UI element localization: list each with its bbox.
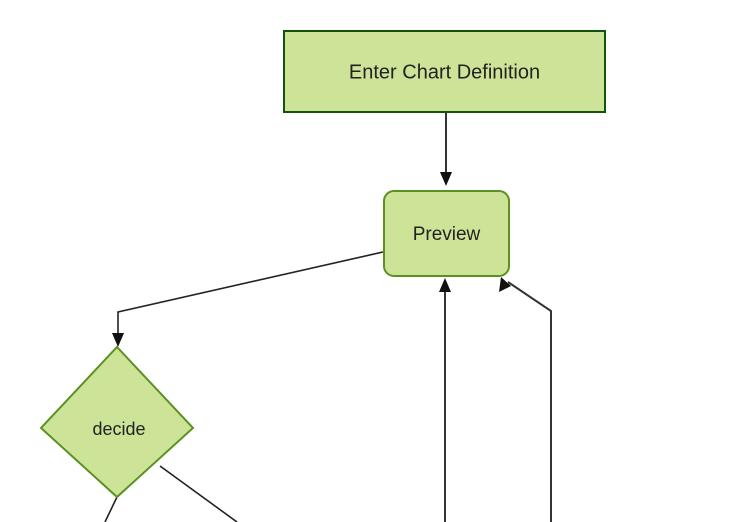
arrowhead-into-preview-bottom-right — [499, 277, 511, 292]
edge-enter-to-preview — [440, 113, 452, 186]
node-preview[interactable]: Preview — [383, 190, 510, 277]
arrowhead-into-decide-top — [112, 333, 124, 347]
node-enter-chart-definition[interactable]: Enter Chart Definition — [283, 30, 606, 113]
enter-chart-definition-label: Enter Chart Definition — [349, 61, 540, 83]
edge-return-right-to-preview — [499, 277, 552, 522]
node-decide[interactable]: decide — [39, 345, 195, 499]
enter-chart-definition-box[interactable] — [283, 30, 606, 113]
edge-decide-bottom-out-line — [104, 496, 118, 522]
decide-diamond[interactable] — [39, 345, 195, 499]
edge-return-center-to-preview — [439, 278, 451, 522]
arrowhead-into-preview-bottom — [439, 278, 451, 292]
arrowhead-into-preview-top — [440, 172, 452, 186]
edge-preview-to-decide-line — [117, 251, 384, 338]
preview-box[interactable] — [383, 190, 510, 277]
decide-label: decide — [92, 419, 145, 439]
edge-decide-right-out-line — [159, 465, 238, 522]
edge-decide-right-out — [159, 465, 238, 522]
edge-return-right-line — [507, 281, 552, 522]
edge-decide-bottom-out — [104, 496, 118, 522]
edge-preview-to-decide — [112, 251, 384, 347]
preview-label: Preview — [413, 224, 481, 245]
